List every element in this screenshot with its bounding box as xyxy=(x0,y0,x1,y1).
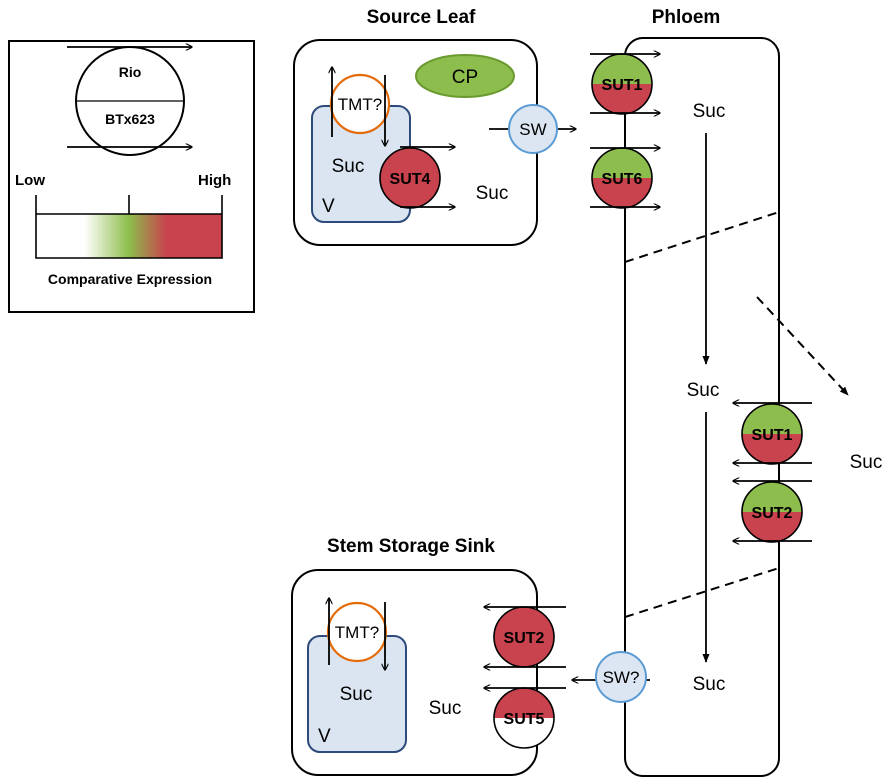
phloem-boundary-bottom xyxy=(624,567,780,618)
phloem-sut2-side-lower xyxy=(742,512,802,542)
stem-storage-sink: Stem Storage Sink Suc V TMT? Suc xyxy=(291,536,538,776)
source-cell-suc: Suc xyxy=(476,183,509,204)
source-tmt-label: TMT? xyxy=(338,95,382,114)
phloem-boundary-top xyxy=(624,211,780,263)
sink-tmt-label: TMT? xyxy=(335,623,379,642)
phloem-sut1-side-lower xyxy=(742,434,802,464)
sink-cell-suc: Suc xyxy=(429,698,462,719)
source-vacuole-suc: Suc xyxy=(332,156,365,177)
phloem-sut2-side: SUT2 xyxy=(741,481,803,543)
phloem-suc-top: Suc xyxy=(693,101,726,122)
source-tmt-transporter xyxy=(329,73,391,135)
source-sut4-bottom xyxy=(380,178,440,208)
source-sut4-label: SUT4 xyxy=(390,171,431,188)
phloem-suc-mid: Suc xyxy=(687,380,720,401)
sink-sut5-upper xyxy=(494,688,554,718)
phloem-sut1-side-label: SUT1 xyxy=(752,427,793,444)
legend: Rio BTx623 Low High Comparative Expressi… xyxy=(8,40,255,313)
source-vacuole-v: V xyxy=(322,196,335,217)
sink-sut2-upper xyxy=(494,607,554,637)
chloroplast-label: CP xyxy=(452,67,478,88)
phloem-sut2-side-upper xyxy=(742,482,802,512)
phloem-sut6-lower xyxy=(592,178,652,208)
sw-q-label: SW? xyxy=(603,668,640,687)
sink-cell xyxy=(291,569,538,776)
sw-label: SW xyxy=(519,120,546,139)
sink-title: Stem Storage Sink xyxy=(327,536,495,557)
legend-high-label: High xyxy=(198,172,231,189)
source-sut4-top xyxy=(380,148,440,178)
sink-sut5-label: SUT5 xyxy=(504,711,545,728)
legend-caption: Comparative Expression xyxy=(48,271,212,287)
sw-q-transporter xyxy=(595,651,647,703)
sink-sut2-label: SUT2 xyxy=(504,630,545,647)
phloem-sut1-top-lower xyxy=(592,84,652,114)
phloem-sut1-side-upper xyxy=(742,404,802,434)
phloem-sut1-top-label: SUT1 xyxy=(602,77,643,94)
phloem-sut1-top-upper xyxy=(592,54,652,84)
phloem-title: Phloem xyxy=(652,7,721,28)
legend-low-label: Low xyxy=(15,172,45,189)
phloem-sut1-side: SUT1 xyxy=(741,403,803,465)
phloem-sut6-upper xyxy=(592,148,652,178)
legend-scale-outline xyxy=(35,195,223,259)
sw-transporter xyxy=(508,104,558,154)
source-leaf: Source Leaf CP Suc V TMT? SUT4 Suc xyxy=(293,7,538,246)
sink-tmt-transporter xyxy=(326,601,388,663)
legend-bottom-label: BTx623 xyxy=(105,111,155,127)
phloem-sut1-top: SUT1 xyxy=(591,53,653,115)
phloem-sut2-side-outline xyxy=(741,481,803,543)
legend-gradient-bar xyxy=(36,214,222,258)
source-leaf-title: Source Leaf xyxy=(367,7,476,28)
phloem-suc-out: Suc xyxy=(850,452,883,473)
phloem-suc-bottom: Suc xyxy=(693,674,726,695)
sink-sut5: SUT5 xyxy=(493,687,555,749)
legend-top-label: Rio xyxy=(119,64,142,80)
phloem-sut6: SUT6 xyxy=(591,147,653,209)
phloem-sut1-side-outline xyxy=(741,403,803,465)
chloroplast xyxy=(415,54,515,98)
phloem-unloading-arrow xyxy=(756,296,849,396)
sink-sut2-lower xyxy=(494,637,554,667)
sink-vacuole-suc: Suc xyxy=(340,684,373,705)
sink-vacuole-v: V xyxy=(318,726,331,747)
source-sut4-outline xyxy=(379,147,441,209)
phloem-sut2-side-label: SUT2 xyxy=(752,505,793,522)
sink-sut2: SUT2 xyxy=(493,606,555,668)
sink-sut5-lower xyxy=(494,718,554,748)
phloem-sut6-label: SUT6 xyxy=(602,171,643,188)
source-sut4: SUT4 xyxy=(379,147,441,209)
